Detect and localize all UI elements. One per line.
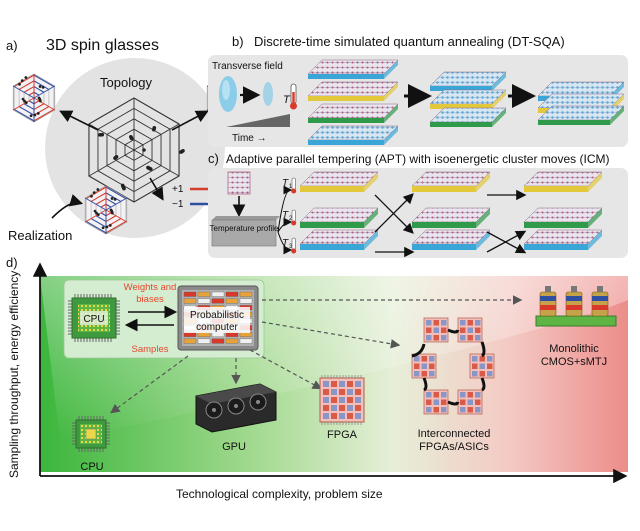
profile-label: Temperature profile [210,224,279,233]
fpga-chip-icon [319,375,365,425]
panel-b-label: b) [232,34,244,49]
realization-arrow [51,194,84,219]
panel-b-title: Discrete-time simulated quantum annealin… [254,34,565,49]
arrow-to-top-left [59,110,99,131]
temperature-level-label-3: T [282,238,289,249]
realization-hexagon-bottom-right [84,185,128,235]
sqa-replica-stacks [307,59,625,145]
interconnected-fpga-icon [411,317,495,415]
legend-minus-label: −1 [172,199,184,210]
panel-d: d) Sampling throughput, energy efficienc… [6,255,628,501]
weights-label-line1: Weights and [124,282,177,293]
arrow-to-top-right [171,110,209,131]
panel-a-title: 3D spin glasses [46,37,159,54]
cpu-chip-top: CPU [68,294,120,342]
temperature-symbol: T [283,94,291,106]
arrow-to-bottom-right [149,177,164,201]
field-cloud-right [263,82,273,106]
apt-replica-stacks [299,171,603,250]
cpu-bottom-label: CPU [80,461,103,473]
panel-c: c) Adaptive parallel tempering (APT) wit… [208,151,628,258]
temperature-level-index-3: 3 [289,244,293,250]
interconnected-label-line1: Interconnected [418,428,491,440]
time-wedge [226,114,290,127]
cpu-chip-bottom [72,416,110,452]
temperature-level-index-2: 2 [289,216,293,222]
time-label: Time → [232,133,267,144]
y-axis-label: Sampling throughput, energy efficiency [7,271,21,478]
topology-lattice [88,97,185,203]
swap-arrows [374,189,527,258]
interconnected-label-line2: FPGAs/ASICs [419,441,489,453]
gpu-label: GPU [222,441,246,453]
evolution-arrows [110,295,523,414]
x-axis-label: Technological complexity, problem size [176,487,383,501]
transverse-field-label: Transverse field [212,61,283,72]
pcomp-label-line1: Probabilistic [190,310,244,321]
smtj-array-icon [535,286,617,327]
panel-d-label: d) [6,255,18,270]
temperature-level-label-2: T [282,210,289,221]
thermometer-icon: T [283,83,297,110]
small-lattice-icon [227,171,251,195]
topology-disc [45,58,225,238]
legend-plus-label: +1 [172,184,184,195]
temperature-level-index-1: 1 [289,184,293,190]
cpu-top-label: CPU [83,314,104,325]
realization-hexagon-top-left [12,73,56,123]
realization-label: Realization [8,228,72,243]
field-cloud-left [219,76,237,112]
pcomp-label-line2: computer [196,322,238,333]
gpu-card-icon [195,383,277,433]
panel-c-title: Adaptive parallel tempering (APT) with i… [226,152,609,166]
panel-a-label: a) [6,38,18,53]
topology-label: Topology [100,75,153,90]
monolithic-label-line1: Monolithic [549,343,599,355]
panel-c-label: c) [208,151,219,166]
temperature-profile-box: Temperature profile [210,216,280,247]
samples-label: Samples [132,344,169,355]
fpga-label: FPGA [327,429,358,441]
weights-label-line2: biases [136,294,164,305]
monolithic-label-line2: CMOS+sMTJ [541,356,607,368]
panel-b: b) Discrete-time simulated quantum annea… [208,34,628,147]
temperature-level-label-1: T [282,178,289,189]
probabilistic-computer-board: Probabilistic computer [177,285,259,351]
